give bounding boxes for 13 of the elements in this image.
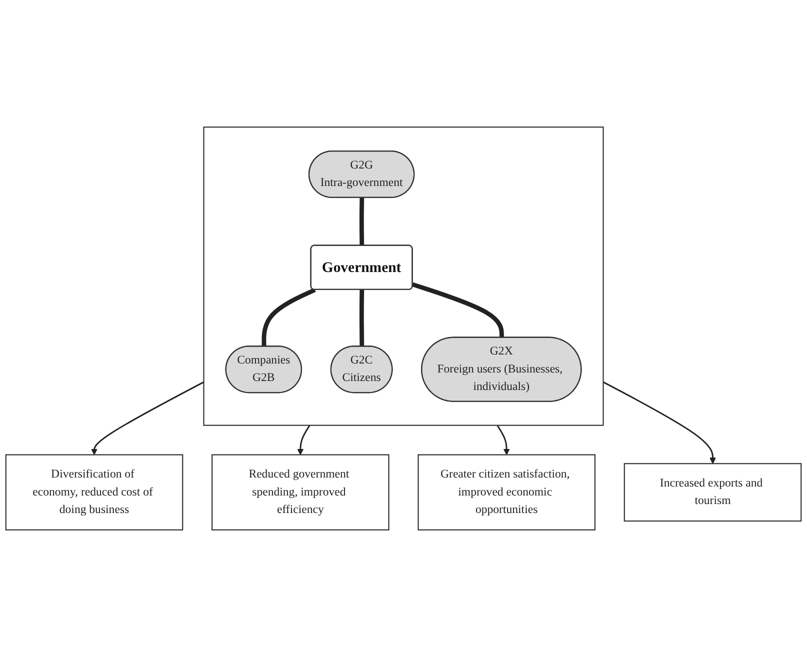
- connector: [359, 290, 364, 347]
- node-box: Diversification of economy, reduced cost of doing business: [5, 454, 184, 530]
- node-box: Increased exports and tourism: [624, 463, 802, 522]
- arrow: [91, 381, 204, 456]
- node-box: Greater citizen satisfaction, improved economic opportunities: [418, 454, 596, 530]
- cluster: [203, 126, 604, 426]
- connector: [412, 282, 504, 338]
- connector: [359, 198, 364, 246]
- connector: [262, 288, 316, 347]
- node-box: Reduced government spending, improved efficiency: [212, 454, 390, 530]
- arrow: [297, 424, 310, 456]
- arrow: [496, 424, 510, 456]
- arrow: [602, 381, 716, 464]
